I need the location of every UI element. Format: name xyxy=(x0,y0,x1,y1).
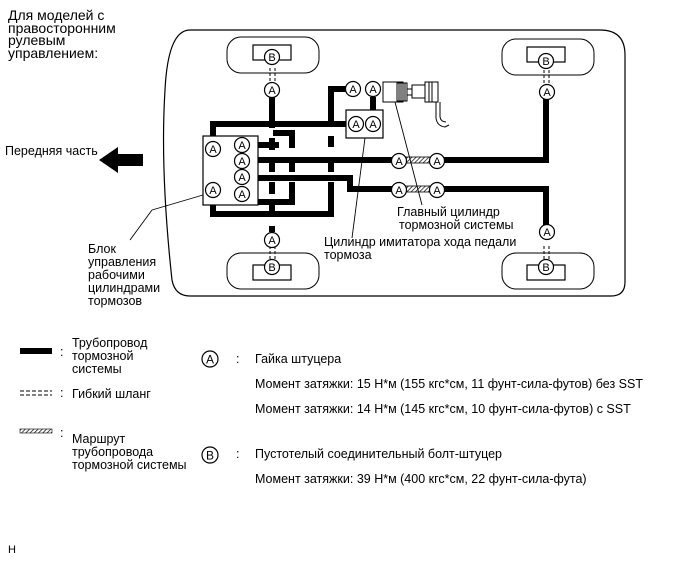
callout-line: рабочими xyxy=(88,268,145,282)
legend-separator: : xyxy=(236,447,240,461)
union-bolt-B: B xyxy=(537,52,555,70)
legend-part-A-name: Гайка штуцера xyxy=(255,352,342,366)
union-nut-A: A xyxy=(233,168,251,186)
union-nut-A: A xyxy=(347,115,365,133)
union-nut-A: A xyxy=(390,152,408,170)
legend-separator: : xyxy=(60,426,64,440)
union-nut-A: A xyxy=(344,80,362,98)
footer-code: H xyxy=(8,544,16,556)
svg-text:A: A xyxy=(369,119,377,131)
svg-text:A: A xyxy=(206,353,214,367)
legend-symbol-B: B xyxy=(201,446,219,464)
svg-text:B: B xyxy=(542,262,549,274)
union-nut-A: A xyxy=(390,181,408,199)
svg-text:A: A xyxy=(209,144,217,156)
union-nut-A: A xyxy=(538,83,556,101)
master-cylinder-icon xyxy=(382,81,450,128)
legend-label-line: Маршрут xyxy=(72,432,126,446)
callout-line: тормоза xyxy=(324,248,372,262)
svg-text:A: A xyxy=(238,156,246,168)
callout-line: Главный цилиндр xyxy=(397,205,500,219)
union-bolt-B: B xyxy=(537,258,555,276)
svg-text:A: A xyxy=(543,227,551,239)
svg-text:A: A xyxy=(433,185,441,197)
union-bolt-B: B xyxy=(263,258,281,276)
union-nut-A: A xyxy=(204,140,222,158)
title-line: рулевым xyxy=(8,32,66,48)
legend-label-line: Трубопровод xyxy=(72,336,148,350)
svg-text:B: B xyxy=(206,449,214,463)
flexible-hose xyxy=(269,68,550,262)
title-line: правосторонним xyxy=(8,19,116,36)
svg-text:A: A xyxy=(543,87,551,99)
callout-master-cylinder: Главный цилиндр тормозной системы xyxy=(397,206,514,232)
svg-text:B: B xyxy=(268,52,275,64)
legend-part-B-name: Пустотелый соединительный болт-штуцер xyxy=(255,447,502,461)
legend-flexible-hose-label: Гибкий шланг xyxy=(72,388,151,401)
svg-text:A: A xyxy=(209,185,217,197)
title-line: Для моделей с xyxy=(8,7,105,23)
svg-text:A: A xyxy=(433,156,441,168)
svg-text:A: A xyxy=(238,189,246,201)
union-nut-A: A xyxy=(233,152,251,170)
legend-separator: : xyxy=(236,352,240,366)
union-nut-A: A xyxy=(364,115,382,133)
union-nut-A: A xyxy=(364,80,382,98)
union-nut-symbols: A A A A A A A A A A A A A A A A A A xyxy=(204,80,556,249)
route-segment xyxy=(403,156,431,164)
legend-route-label: Маршрут трубопровода тормозной системы xyxy=(72,433,187,472)
svg-text:A: A xyxy=(349,84,357,96)
legend-label-line: Гибкий шланг xyxy=(72,387,151,401)
callout-line: цилиндрами xyxy=(88,281,161,295)
callout-stroke-simulator: Цилиндр имитатора хода педали тормоза xyxy=(324,236,516,262)
svg-text:A: A xyxy=(352,119,360,131)
legend-separator: : xyxy=(60,345,64,359)
callout-line: тормозов xyxy=(88,294,143,308)
legend-brake-line-sample xyxy=(20,348,52,354)
svg-text:A: A xyxy=(238,140,246,152)
union-nut-A: A xyxy=(538,223,556,241)
callout-line: тормозной системы xyxy=(399,218,514,232)
callout-actuator-block: Блок управления рабочими цилиндрами торм… xyxy=(88,243,160,308)
union-bolt-B: B xyxy=(263,48,281,66)
legend-label-line: тормозной xyxy=(72,349,134,363)
svg-text:A: A xyxy=(395,185,403,197)
union-nut-A: A xyxy=(204,181,222,199)
legend-separator: : xyxy=(60,386,64,400)
union-nut-A: A xyxy=(233,185,251,203)
title-line: управлением: xyxy=(8,44,99,61)
legend-symbol-A: A xyxy=(201,350,219,368)
callout-line: Цилиндр имитатора хода педали xyxy=(324,235,517,249)
union-nut-A: A xyxy=(263,81,281,99)
union-nut-A: A xyxy=(263,231,281,249)
vehicle-body-outline xyxy=(162,29,626,297)
svg-text:A: A xyxy=(238,172,246,184)
union-nut-A: A xyxy=(428,181,446,199)
callout-line: управления xyxy=(88,255,157,269)
union-nut-A: A xyxy=(233,136,251,154)
svg-text:A: A xyxy=(395,156,403,168)
union-bolt-symbols: B B B B xyxy=(263,48,555,276)
svg-text:A: A xyxy=(268,85,276,97)
front-label: Передняя часть xyxy=(5,144,98,158)
svg-text:A: A xyxy=(268,235,276,247)
legend-label-line: тормозной системы xyxy=(72,458,187,472)
legend-brake-line-label: Трубопровод тормозной системы xyxy=(72,337,147,376)
legend-part-A-torque: Момент затяжки: 15 Н*м (155 кгс*см, 11 ф… xyxy=(255,377,643,391)
svg-text:A: A xyxy=(369,84,377,96)
svg-text:B: B xyxy=(542,56,549,68)
diagram-title: Для моделей с правосторонним рулевым упр… xyxy=(8,7,116,61)
union-nut-A: A xyxy=(428,152,446,170)
legend-route-sample xyxy=(19,428,53,434)
front-arrow-icon xyxy=(99,147,143,173)
callout-line: Блок xyxy=(88,242,116,256)
legend-part-A-torque: Момент затяжки: 14 Н*м (145 кгс*см, 10 ф… xyxy=(255,402,631,416)
legend-part-B-torque: Момент затяжки: 39 Н*м (400 кгс*см, 22 ф… xyxy=(255,472,587,486)
legend-label-line: системы xyxy=(72,362,122,376)
legend-label-line: трубопровода xyxy=(72,445,154,459)
legend-flexible-hose-sample xyxy=(20,390,52,396)
svg-text:B: B xyxy=(268,262,275,274)
leader-lines xyxy=(129,101,423,241)
